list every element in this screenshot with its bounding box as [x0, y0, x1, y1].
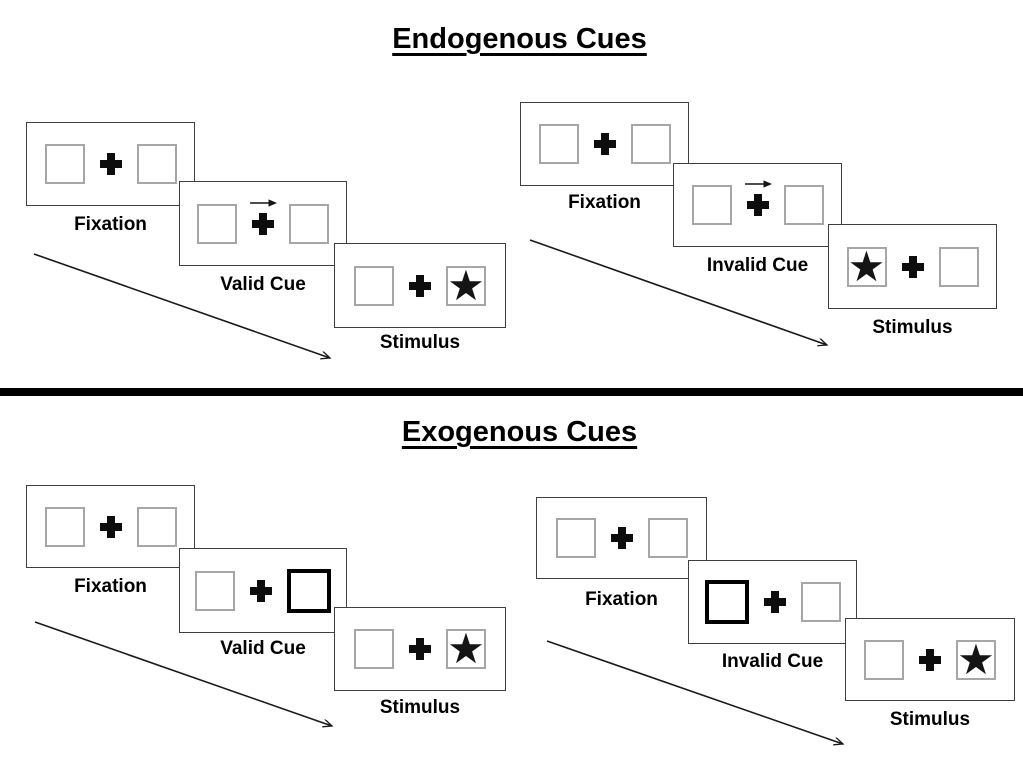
fixation-cross-icon [409, 638, 431, 660]
right-box: ★ [446, 260, 486, 310]
right-box [800, 582, 841, 622]
left-box [538, 124, 579, 164]
right-box [783, 185, 824, 225]
left-box [195, 570, 235, 611]
star-stimulus-icon: ★ [957, 634, 995, 684]
right-box [630, 124, 671, 164]
panel-stimulus: ★ [334, 607, 506, 691]
panel-label-stimulus: Stimulus [379, 332, 461, 353]
left-box [44, 144, 85, 184]
fixation-cross-icon [746, 194, 769, 216]
left-box [691, 185, 732, 225]
cue-arrow-right-icon [744, 180, 772, 188]
star-stimulus-icon: ★ [447, 624, 485, 673]
left-box [555, 518, 596, 558]
panel-label-fixation: Fixation [74, 214, 147, 235]
panel-fixation [26, 485, 195, 568]
panel-stimulus: ★ [334, 243, 506, 328]
panel-invalid-cue [688, 560, 857, 644]
right-box [938, 246, 979, 287]
right-box [136, 506, 177, 547]
fixation-cross-icon [252, 212, 274, 235]
right-box: ★ [956, 634, 996, 684]
fixation-cross-icon [919, 648, 941, 671]
panel-label-stimulus: Stimulus [889, 709, 971, 730]
left-box [197, 203, 237, 244]
panel-label-fixation: Fixation [568, 192, 641, 213]
star-stimulus-icon: ★ [447, 260, 485, 310]
panel-label-valid-cue: Valid Cue [220, 274, 306, 295]
fixation-cross-icon [763, 591, 786, 613]
left-box [354, 265, 394, 306]
left-box: ★ [846, 241, 887, 291]
section-title-exogenous: Exogenous Cues [401, 416, 638, 448]
panel-label-fixation: Fixation [74, 576, 147, 597]
star-stimulus-icon: ★ [847, 241, 886, 291]
highlighted-cue-box-left [704, 580, 749, 624]
section-divider [0, 388, 1023, 396]
left-box [44, 506, 85, 547]
right-box [289, 203, 329, 244]
panel-label-stimulus: Stimulus [379, 697, 461, 718]
fixation-cross-icon [99, 153, 122, 175]
timeline-arrow-endogenous-valid [33, 253, 330, 358]
fixation-cross-icon [593, 133, 616, 155]
panel-label-fixation: Fixation [585, 589, 658, 610]
panel-fixation [536, 497, 707, 579]
panel-label-valid-cue: Valid Cue [220, 638, 306, 659]
panel-stimulus: ★ [845, 618, 1015, 701]
fixation-cross-icon [250, 579, 272, 602]
panel-valid-cue [179, 548, 347, 633]
panel-fixation [26, 122, 195, 206]
panel-fixation [520, 102, 689, 186]
left-box [354, 629, 394, 669]
fixation-cross-icon [901, 255, 924, 278]
cue-arrow-right-icon [250, 198, 278, 207]
section-title-endogenous: Endogenous Cues [392, 23, 647, 55]
right-box [647, 518, 688, 558]
right-box: ★ [446, 624, 486, 673]
panel-stimulus: ★ [828, 224, 997, 309]
fixation-cross-icon [409, 274, 431, 297]
fixation-cross-icon [99, 515, 122, 538]
fixation-cross-icon [610, 527, 633, 549]
panel-valid-cue [179, 181, 347, 266]
panel-label-stimulus: Stimulus [872, 317, 953, 338]
panel-label-invalid-cue: Invalid Cue [706, 255, 809, 276]
panel-label-invalid-cue: Invalid Cue [721, 651, 824, 672]
left-box [864, 639, 904, 680]
highlighted-cue-box-right [287, 568, 331, 613]
panel-invalid-cue [673, 163, 842, 247]
right-box [136, 144, 177, 184]
